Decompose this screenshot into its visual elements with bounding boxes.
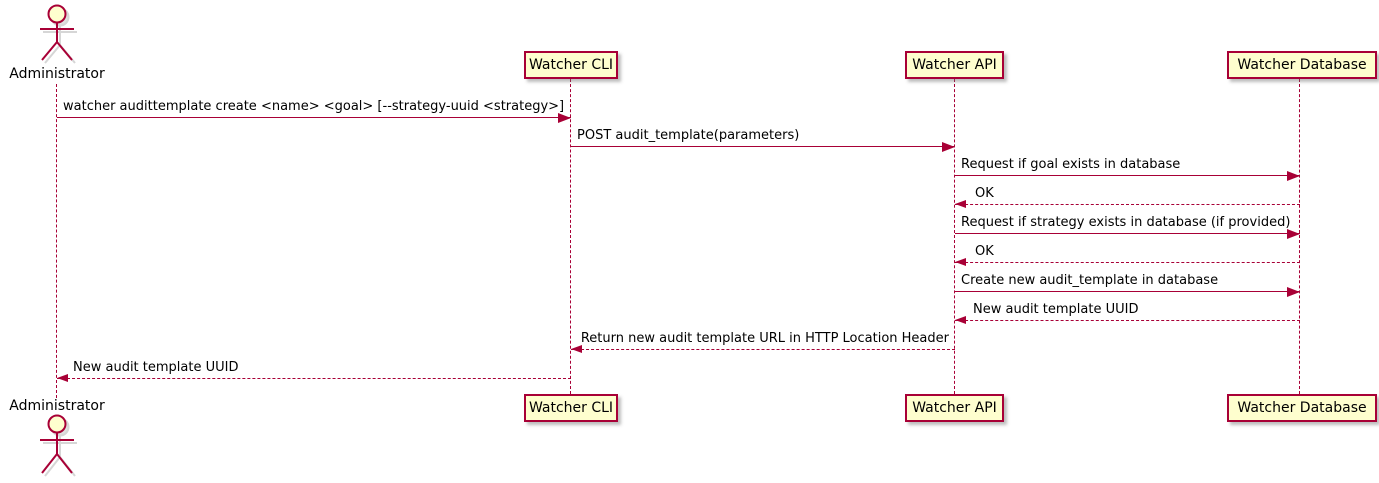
arrowhead-left-icon bbox=[571, 345, 582, 353]
message-line bbox=[955, 233, 1300, 234]
message-line bbox=[57, 117, 571, 118]
actor-icon bbox=[40, 414, 77, 477]
participant-watcher-cli-bottom: Watcher CLI bbox=[524, 394, 618, 422]
lifeline-administrator bbox=[56, 84, 57, 398]
arrowhead-right-icon bbox=[1287, 287, 1300, 297]
message-label: POST audit_template(parameters) bbox=[577, 128, 800, 143]
message-line bbox=[955, 204, 1300, 205]
participant-watcher-api-top: Watcher API bbox=[905, 51, 1004, 79]
arrowhead-right-icon bbox=[1287, 171, 1300, 181]
message-line bbox=[955, 291, 1300, 292]
message-line bbox=[955, 320, 1300, 321]
actor-label-administrator-bottom: Administrator bbox=[9, 398, 105, 414]
arrowhead-right-icon bbox=[942, 142, 955, 152]
participant-watcher-database-bottom: Watcher Database bbox=[1227, 394, 1377, 422]
message-line bbox=[955, 175, 1300, 176]
message-label: OK bbox=[975, 186, 994, 201]
message-line bbox=[955, 262, 1300, 263]
message-line bbox=[571, 146, 955, 147]
message-label: New audit template UUID bbox=[973, 302, 1139, 317]
participant-watcher-database-top: Watcher Database bbox=[1227, 51, 1377, 79]
arrowhead-left-icon bbox=[57, 374, 68, 382]
message-label: OK bbox=[975, 244, 994, 259]
arrowhead-right-icon bbox=[558, 113, 571, 123]
actor-label-administrator-top: Administrator bbox=[9, 66, 105, 82]
participant-watcher-cli-top: Watcher CLI bbox=[524, 51, 618, 79]
message-line bbox=[571, 349, 955, 350]
message-label: watcher audittemplate create <name> <goa… bbox=[63, 99, 565, 114]
arrowhead-right-icon bbox=[1287, 229, 1300, 239]
lifeline-watcher-cli bbox=[570, 79, 571, 394]
message-label: New audit template UUID bbox=[73, 360, 239, 375]
message-label: Request if strategy exists in database (… bbox=[961, 215, 1291, 230]
arrowhead-left-icon bbox=[955, 258, 966, 266]
arrowhead-left-icon bbox=[955, 316, 966, 324]
message-line bbox=[57, 378, 571, 379]
participant-watcher-api-bottom: Watcher API bbox=[905, 394, 1004, 422]
actor-icon bbox=[40, 4, 77, 64]
message-label: Return new audit template URL in HTTP Lo… bbox=[580, 331, 949, 346]
message-label: Request if goal exists in database bbox=[961, 157, 1181, 172]
lifeline-watcher-api bbox=[954, 79, 955, 394]
message-label: Create new audit_template in database bbox=[961, 273, 1219, 288]
arrowhead-left-icon bbox=[955, 200, 966, 208]
